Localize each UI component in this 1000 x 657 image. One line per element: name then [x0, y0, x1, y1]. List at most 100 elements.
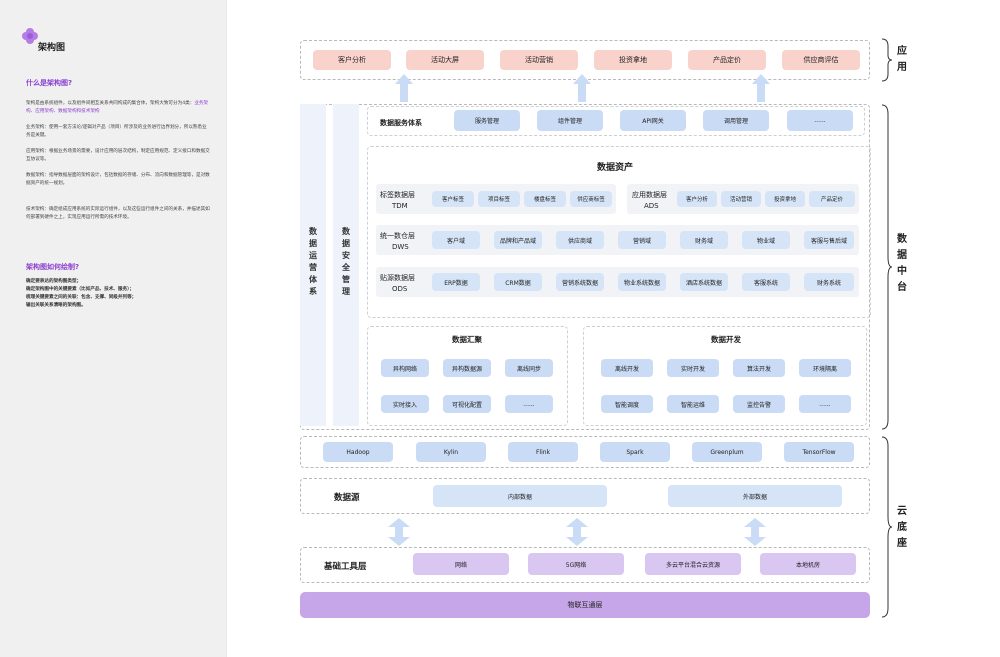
- service-item[interactable]: 调用管理: [703, 110, 769, 131]
- sidebar-step-1: 确定要表达的架构图类型；: [26, 279, 82, 284]
- ads-code: ADS: [644, 202, 659, 210]
- collect-item[interactable]: 异构网络: [381, 359, 429, 377]
- collect-item[interactable]: 可视化配置: [443, 395, 491, 413]
- dws-name: 统一数仓层: [380, 232, 415, 240]
- data-source-item[interactable]: 内部数据: [433, 485, 607, 507]
- dws-item[interactable]: 客户域: [432, 231, 480, 249]
- collect-item[interactable]: 异构数据源: [443, 359, 491, 377]
- app-item[interactable]: 供应商评估: [782, 50, 860, 70]
- dev-item[interactable]: 算法开发: [733, 359, 785, 377]
- tdm-item[interactable]: 客户标签: [432, 191, 474, 207]
- data-dev-title: 数据开发: [711, 335, 741, 344]
- tdm-code: TDM: [392, 202, 408, 210]
- ods-name: 贴源数据层: [380, 274, 415, 282]
- ods-item[interactable]: 财务系统: [804, 273, 854, 291]
- dws-item[interactable]: 客服与售后域: [804, 231, 854, 249]
- data-security-column: [333, 104, 359, 426]
- sidebar-heading-what: 什么是架构图?: [26, 79, 73, 87]
- app-item[interactable]: 活动营销: [500, 50, 578, 70]
- infra-item[interactable]: 多云平台混合云资源: [645, 553, 741, 575]
- iot-layer[interactable]: 物联互通层: [300, 592, 870, 618]
- data-source-item[interactable]: 外部数据: [668, 485, 842, 507]
- up-arrow-icon: [752, 74, 770, 102]
- ods-item[interactable]: ERP数据: [432, 273, 480, 291]
- app-item[interactable]: 产品定价: [688, 50, 766, 70]
- sidebar-heading-how: 架构图如何绘制?: [26, 263, 80, 271]
- tech-item[interactable]: Hadoop: [323, 442, 393, 462]
- data-collect-title: 数据汇聚: [452, 335, 482, 344]
- tdm-item[interactable]: 供应商标签: [570, 191, 612, 207]
- data-source-title: 数据源: [334, 493, 360, 503]
- middle-side-label: 数据中台: [897, 234, 907, 293]
- data-ops-column: [300, 104, 326, 426]
- tech-item[interactable]: Flink: [508, 442, 578, 462]
- data-service-title: 数据服务体系: [380, 119, 422, 127]
- ods-item[interactable]: 物业系统数据: [618, 273, 666, 291]
- dev-item[interactable]: 实时开发: [667, 359, 719, 377]
- ads-item[interactable]: 投资拿地: [765, 191, 805, 207]
- infra-item[interactable]: 本地机房: [760, 553, 856, 575]
- brace-app: [881, 38, 893, 82]
- dws-item[interactable]: 供应商域: [556, 231, 604, 249]
- sidebar-para-1: 架构是由系统组件，以及组件间相互关系共同构成的集合体，架构大致可分为4类：业务架…: [26, 101, 209, 114]
- data-collect-box: [367, 326, 568, 426]
- ods-item[interactable]: 酒店系统数据: [680, 273, 728, 291]
- sidebar-para-5: 技术架构：确定组成应用系统的实际运行组件，以及这些运行组件之间的关系，并描述其如…: [26, 207, 210, 220]
- tdm-item[interactable]: 楼盘标签: [524, 191, 566, 207]
- infra-item[interactable]: 5G网络: [528, 553, 624, 575]
- dws-item[interactable]: 财务域: [680, 231, 728, 249]
- collect-item[interactable]: 实时接入: [381, 395, 429, 413]
- data-dev-box: [583, 326, 867, 426]
- infra-item[interactable]: 网络: [413, 553, 509, 575]
- ods-item[interactable]: 营销系统数据: [556, 273, 604, 291]
- dws-item[interactable]: 营销域: [618, 231, 666, 249]
- app-item[interactable]: 投资拿地: [594, 50, 672, 70]
- sidebar-step-2: 确定架构图中的关键要素（比如产品、技术、服务）；: [26, 287, 134, 292]
- sidebar: 架构图 什么是架构图? 架构是由系统组件，以及组件间相互关系共同构成的集合体，架…: [0, 0, 226, 657]
- dev-item[interactable]: 监控告警: [733, 395, 785, 413]
- ods-item[interactable]: CRM数据: [494, 273, 542, 291]
- infra-box: [300, 547, 870, 583]
- ads-name: 应用数据层: [632, 191, 667, 199]
- ods-code: ODS: [392, 285, 408, 293]
- app-item[interactable]: 活动大屏: [406, 50, 484, 70]
- ods-item[interactable]: 客服系统: [742, 273, 790, 291]
- dws-item[interactable]: 物业域: [742, 231, 790, 249]
- service-item[interactable]: 组件管理: [537, 110, 603, 131]
- sidebar-step-3: 梳理关键要素之间的关联：包含、支撑、同级并列等；: [26, 295, 137, 300]
- data-ops-label: 数据运营体系: [309, 227, 317, 296]
- service-item[interactable]: ......: [787, 110, 853, 131]
- ads-item[interactable]: 客户分析: [677, 191, 717, 207]
- sidebar-step-4: 输出关联关系清晰的架构图。: [26, 303, 86, 308]
- collect-item[interactable]: 离线同步: [505, 359, 553, 377]
- tdm-name: 标签数据层: [380, 191, 415, 199]
- double-arrow-icon: [388, 518, 410, 546]
- tech-item[interactable]: Kylin: [416, 442, 486, 462]
- service-item[interactable]: 服务管理: [454, 110, 520, 131]
- tdm-item[interactable]: 项目标签: [478, 191, 520, 207]
- base-side-label: 云底座: [897, 506, 907, 549]
- dev-item[interactable]: 环境隔离: [799, 359, 851, 377]
- tech-item[interactable]: Spark: [600, 442, 670, 462]
- dws-code: DWS: [392, 243, 409, 251]
- tech-item[interactable]: TensorFlow: [784, 442, 854, 462]
- dws-item[interactable]: 品牌和产品域: [494, 231, 542, 249]
- double-arrow-icon: [744, 518, 766, 546]
- dev-item[interactable]: 智能运维: [667, 395, 719, 413]
- app-side-label: 应用: [897, 46, 907, 73]
- ads-item[interactable]: 产品定价: [809, 191, 855, 207]
- tech-stack-box: [300, 436, 870, 468]
- ads-item[interactable]: 活动营销: [721, 191, 761, 207]
- up-arrow-icon: [573, 74, 591, 102]
- dev-item[interactable]: ......: [799, 395, 851, 413]
- service-item[interactable]: API网关: [620, 110, 686, 131]
- brace-base: [881, 436, 893, 618]
- collect-item[interactable]: ......: [505, 395, 553, 413]
- dev-item[interactable]: 离线开发: [601, 359, 653, 377]
- tech-item[interactable]: Greenplum: [692, 442, 762, 462]
- app-item[interactable]: 客户分析: [313, 50, 391, 70]
- data-source-box: [300, 478, 870, 514]
- dev-item[interactable]: 智能调度: [601, 395, 653, 413]
- sidebar-para-4: 数据架构：指导数据层面的架构设计，包括数据的存储、分布、流向和数据管理等，是对数…: [26, 173, 210, 186]
- data-security-label: 数据安全管理: [342, 227, 350, 296]
